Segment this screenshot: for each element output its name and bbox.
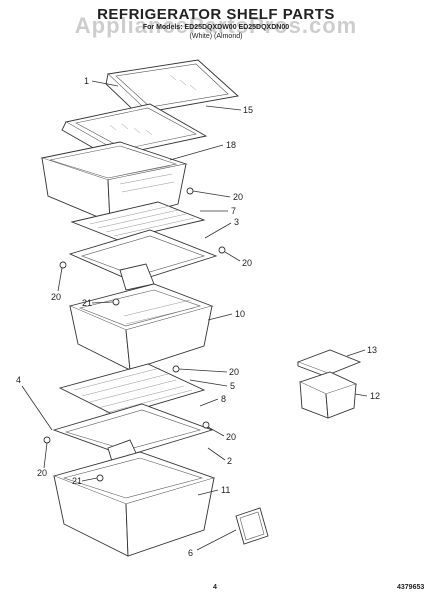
crisper-cover-frame-upper [68, 229, 218, 291]
callout-label: 1 [84, 76, 89, 86]
callout-label: 8 [221, 394, 226, 404]
crisper-drawer-bottom [52, 451, 216, 557]
leader-line [91, 301, 114, 304]
crisper-cover-glass-upper [70, 201, 206, 241]
leader-line [196, 529, 237, 551]
callout-label: 6 [188, 548, 193, 558]
document-number: 4379653 [397, 584, 425, 591]
model-colors: (White) (Almond) [189, 33, 243, 40]
callout-label: 20 [37, 468, 47, 478]
callout-label: 20 [51, 292, 61, 302]
crisper-drawer-lower [68, 283, 214, 371]
callout-label: 13 [367, 345, 377, 355]
callout-label: 20 [229, 367, 239, 377]
callout-label: 15 [243, 105, 253, 115]
callout-label: 10 [235, 309, 245, 319]
leader-line [207, 313, 233, 321]
leader-line [189, 379, 228, 387]
callout-label: 7 [231, 206, 236, 216]
callout-label: 5 [230, 381, 235, 391]
leader-line [169, 144, 224, 161]
leader-line [224, 251, 241, 262]
leader-line [207, 426, 225, 437]
leader-line [197, 489, 219, 496]
leader-line [204, 222, 232, 239]
callout-label: 20 [233, 192, 243, 202]
model-numbers: For Models: ED25DQXDW00 ED25DQXDN00 [142, 24, 290, 31]
pan-cover-small [296, 349, 362, 379]
leader-line [21, 385, 53, 431]
callout-label: 21 [72, 476, 82, 486]
leader-line [91, 80, 119, 87]
leader-line [199, 398, 219, 407]
callout-label: 11 [221, 485, 230, 495]
leader-lines [21, 80, 368, 551]
leader-line [346, 349, 366, 357]
callout-label: 4 [16, 375, 21, 385]
leader-line [354, 393, 368, 397]
glass-shelf-second [61, 103, 208, 163]
leader-line [57, 267, 63, 292]
callout-labels: 1 15 18 20 73 20 20 21 10 20 58 4 20 2 20 21 11 6 13 12 [16, 76, 380, 558]
parts-label-card [235, 507, 269, 545]
leader-line [81, 477, 98, 482]
leader-line [192, 190, 231, 198]
crisper-drawer-upper [40, 141, 188, 223]
callout-label: 20 [226, 432, 236, 442]
callout-label: 21 [82, 298, 92, 308]
diagram-title: REFRIGERATOR SHELF PARTS [97, 6, 335, 23]
leader-line [178, 368, 228, 373]
watermark: AppliancePartsPros.com [74, 13, 358, 38]
callout-label: 20 [242, 258, 252, 268]
callout-label: 18 [226, 140, 236, 150]
leader-line [205, 105, 242, 111]
crisper-cover-glass-lower [58, 363, 206, 417]
leader-line [207, 447, 226, 461]
callout-label: 12 [370, 391, 380, 401]
page-number: 4 [213, 584, 217, 591]
leader-line [43, 442, 48, 469]
callout-label: 3 [234, 217, 239, 227]
callout-label: 2 [227, 456, 232, 466]
pan-small [298, 371, 358, 419]
screw-fasteners [43, 187, 226, 482]
